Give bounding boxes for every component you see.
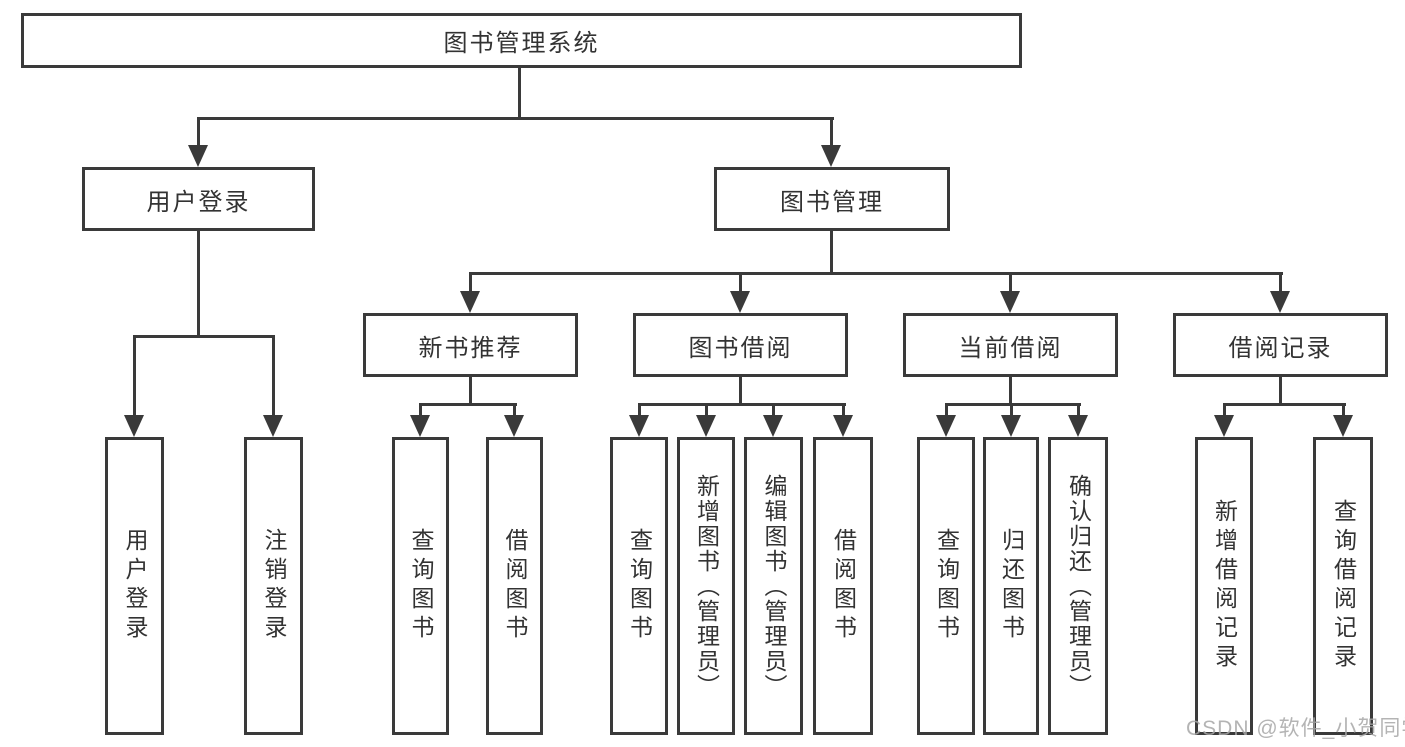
node-label: 借阅记录 <box>1228 334 1333 362</box>
connector-line <box>1279 377 1282 406</box>
connector-line <box>830 117 833 148</box>
connector-line <box>419 403 422 416</box>
connector-line <box>1342 403 1345 416</box>
connector-line <box>705 403 708 416</box>
node-library-management-system: 图书管理系统 <box>21 13 1022 68</box>
leaf-query-borrow-record: 查询借阅记录 <box>1313 437 1373 735</box>
arrow-head-icon <box>410 415 430 437</box>
leaf-borrow-books-1: 借阅图书 <box>486 437 543 735</box>
leaf-label: 编辑图书（管理员） <box>761 473 787 699</box>
leaf-label: 查询借阅记录 <box>1330 499 1357 673</box>
connector-line <box>197 117 834 120</box>
node-label: 当前借阅 <box>958 334 1063 362</box>
arrow-head-icon <box>1000 291 1020 313</box>
node-book-borrowing: 图书借阅 <box>633 313 848 377</box>
leaf-user-login: 用户登录 <box>105 437 164 735</box>
connector-line <box>469 274 472 293</box>
leaf-query-books-3: 查询图书 <box>917 437 975 735</box>
leaf-label: 借阅图书 <box>502 528 528 644</box>
connector-line <box>1223 403 1226 416</box>
connector-line <box>518 67 521 118</box>
leaf-add-borrow-record: 新增借阅记录 <box>1195 437 1253 735</box>
leaf-label: 新增图书（管理员） <box>693 473 720 699</box>
connector-line <box>1223 403 1346 406</box>
connector-line <box>513 403 516 416</box>
connector-line <box>842 403 845 416</box>
leaf-add-books-admin: 新增图书（管理员） <box>677 437 735 735</box>
arrow-head-icon <box>696 415 716 437</box>
connector-line <box>272 335 275 417</box>
leaf-confirm-return-admin: 确认归还（管理员） <box>1048 437 1108 735</box>
arrow-head-icon <box>1333 415 1353 437</box>
leaf-edit-books-admin: 编辑图书（管理员） <box>744 437 803 735</box>
arrow-head-icon <box>936 415 956 437</box>
leaf-query-books-1: 查询图书 <box>392 437 449 735</box>
connector-line <box>1010 403 1013 416</box>
arrow-head-icon <box>460 291 480 313</box>
node-label: 图书管理系统 <box>443 30 600 57</box>
leaf-query-books-2: 查询图书 <box>610 437 668 735</box>
connector-line <box>830 231 833 275</box>
node-label: 图书借阅 <box>688 334 793 362</box>
connector-line <box>469 377 472 406</box>
arrow-head-icon <box>763 415 783 437</box>
connector-line <box>197 231 200 335</box>
node-current-borrowing: 当前借阅 <box>903 313 1118 377</box>
arrow-head-icon <box>1270 291 1290 313</box>
node-borrowing-records: 借阅记录 <box>1173 313 1388 377</box>
connector-line <box>945 403 948 416</box>
arrow-head-icon <box>263 415 283 437</box>
arrow-head-icon <box>821 145 841 167</box>
leaf-label: 借阅图书 <box>830 528 857 644</box>
node-book-management: 图书管理 <box>714 167 950 231</box>
leaf-label: 用户登录 <box>122 528 148 644</box>
node-new-book-recommendation: 新书推荐 <box>363 313 578 377</box>
connector-line <box>739 274 742 293</box>
node-label: 用户登录 <box>146 188 251 216</box>
arrow-head-icon <box>1214 415 1234 437</box>
connector-line <box>469 272 1283 275</box>
connector-line <box>133 335 275 338</box>
connector-line <box>945 403 1081 406</box>
connector-line <box>638 403 641 416</box>
leaf-label: 查询图书 <box>626 528 653 644</box>
connector-line <box>772 403 775 416</box>
leaf-label: 归还图书 <box>998 528 1025 644</box>
node-user-login: 用户登录 <box>82 167 315 231</box>
csdn-watermark: CSDN @软件_小贺同学 <box>1186 717 1405 740</box>
leaf-label: 确认归还（管理员） <box>1065 473 1092 699</box>
connector-line <box>1009 274 1012 293</box>
leaf-label: 查询图书 <box>933 528 960 644</box>
arrow-head-icon <box>188 145 208 167</box>
leaf-label: 注销登录 <box>261 528 287 644</box>
arrow-head-icon <box>1001 415 1021 437</box>
connector-line <box>1279 274 1282 293</box>
connector-line <box>1077 403 1080 416</box>
arrow-head-icon <box>833 415 853 437</box>
arrow-head-icon <box>504 415 524 437</box>
arrow-head-icon <box>629 415 649 437</box>
connector-line <box>133 335 136 417</box>
connector-line <box>739 377 742 406</box>
leaf-return-books: 归还图书 <box>983 437 1039 735</box>
arrow-head-icon <box>730 291 750 313</box>
leaf-borrow-books-2: 借阅图书 <box>813 437 873 735</box>
connector-line <box>419 403 517 406</box>
connector-line <box>197 117 200 148</box>
node-label: 新书推荐 <box>418 334 523 362</box>
connector-line <box>1009 377 1012 406</box>
node-label: 图书管理 <box>780 188 884 216</box>
leaf-logout: 注销登录 <box>244 437 303 735</box>
connector-line <box>638 403 846 406</box>
arrow-head-icon <box>124 415 144 437</box>
leaf-label: 新增借阅记录 <box>1211 499 1238 673</box>
arrow-head-icon <box>1068 415 1088 437</box>
leaf-label: 查询图书 <box>408 528 434 644</box>
